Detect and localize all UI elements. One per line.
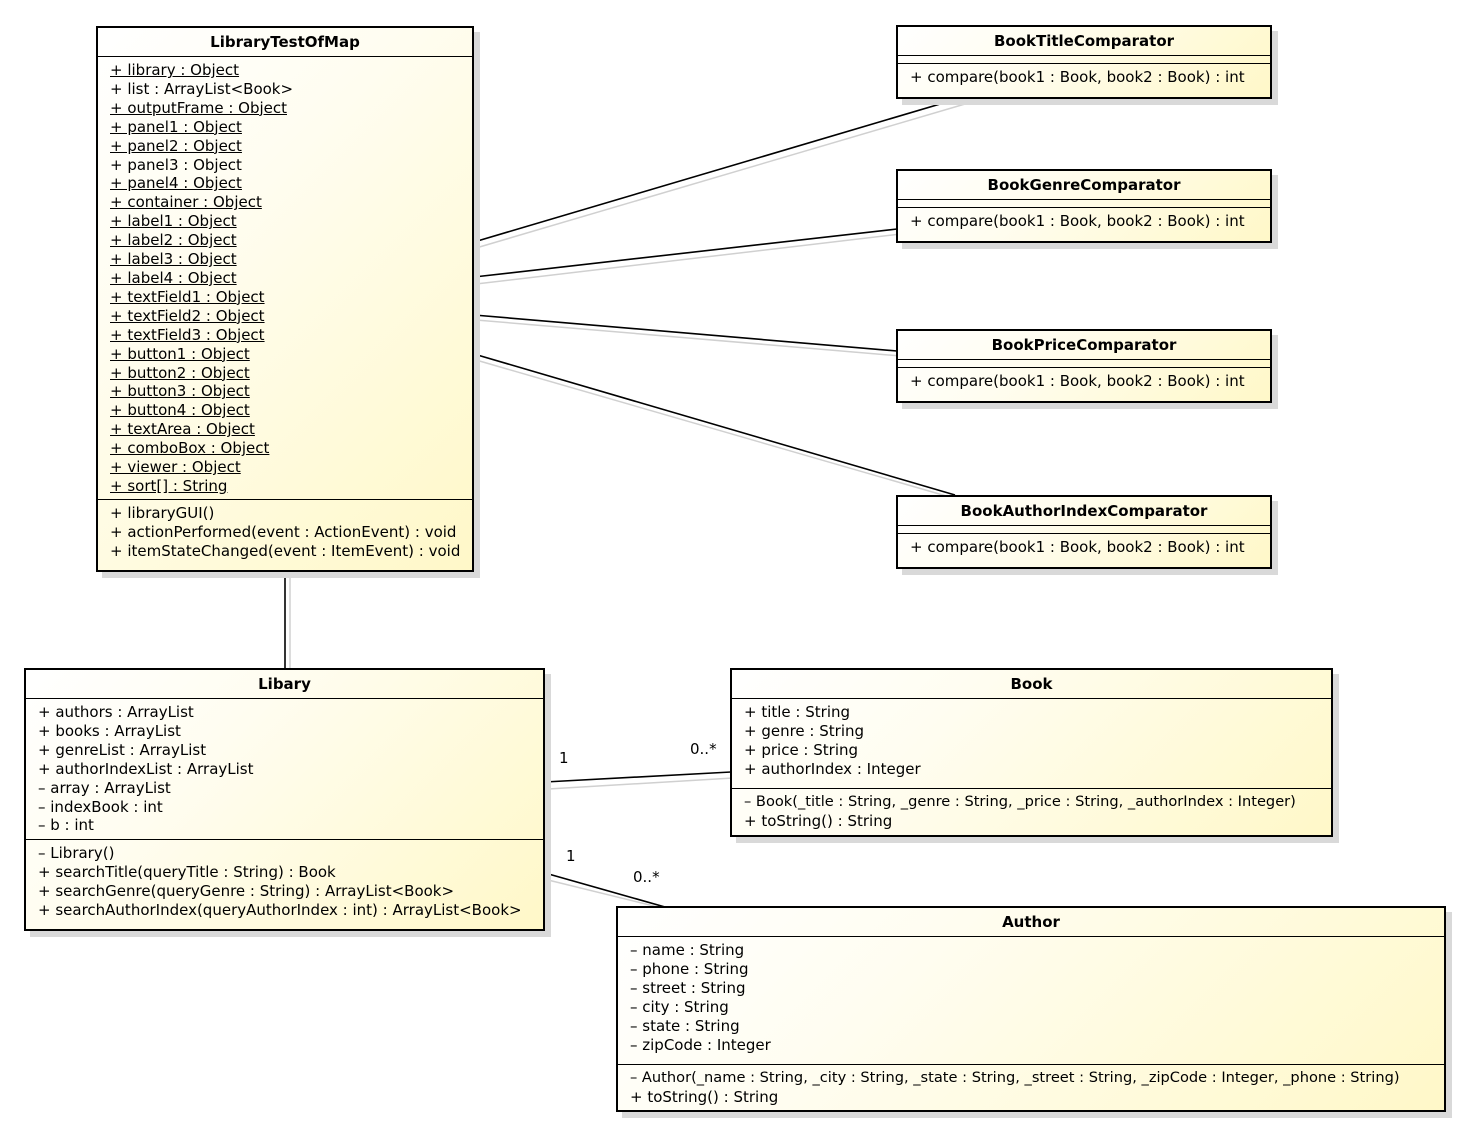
attribute: + button1 : Object [110,344,250,363]
association-line [473,98,958,243]
class-library-test-of-map[interactable]: LibraryTestOfMap + library : Object + li… [96,26,474,572]
attribute: + library : Object [110,61,240,79]
attribute: + outputFrame : Object [110,98,287,117]
class-name: BookTitleComparator [898,27,1270,56]
attribute: + textArea : Object [110,420,255,439]
attribute: + authorIndexList : ArrayList [38,759,254,778]
attribute: – city : String [630,997,729,1016]
operations-compartment: – Library() + searchTitle(queryTitle : S… [26,839,543,923]
operation: + toString() : String [630,1087,779,1106]
class-name: BookPriceComparator [898,331,1270,360]
attribute: + genre : String [744,721,865,740]
attribute: + label2 : Object [110,231,237,250]
attribute: + price : String [744,740,859,759]
association-line [544,771,732,783]
attribute: + textField3 : Object [110,325,265,344]
attribute: – phone : String [630,959,749,978]
attributes-compartment [898,526,1270,533]
operation: – Book(_title : String, _genre : String,… [744,793,1296,810]
attribute: – b : int [38,816,94,835]
attribute: + textField1 : Object [110,287,265,306]
multiplicity-libary-book-source: 1 [559,749,569,767]
class-name: Author [618,908,1444,937]
attribute: + container : Object [110,193,262,212]
attribute: + title : String [744,703,851,721]
operation: + searchGenre(queryGenre : String) : Arr… [38,881,455,900]
attribute: + panel1 : Object [110,117,242,136]
attribute: – name : String [630,941,745,959]
class-book[interactable]: Book + title : String + genre : String +… [730,668,1333,837]
operation: – Author(_name : String, _city : String,… [630,1069,1400,1086]
attribute: – array : ArrayList [38,778,171,797]
attribute: + button4 : Object [110,401,250,420]
operation: – Library() [38,844,115,862]
class-book-author-index-comparator[interactable]: BookAuthorIndexComparator + compare(book… [896,495,1272,569]
operation: + libraryGUI() [110,504,215,522]
class-name: Libary [26,670,543,699]
attribute: + genreList : ArrayList [38,740,207,759]
association-line [544,872,666,908]
operation: + searchTitle(queryTitle : String) : Boo… [38,862,336,881]
operations-compartment: + compare(book1 : Book, book2 : Book) : … [898,533,1270,560]
attribute: + textField2 : Object [110,306,265,325]
class-name: BookGenreComparator [898,171,1270,200]
attributes-compartment [898,56,1270,63]
operation: + toString() : String [744,811,893,830]
operations-compartment: + compare(book1 : Book, book2 : Book) : … [898,207,1270,234]
operations-compartment: + compare(book1 : Book, book2 : Book) : … [898,367,1270,394]
operation: + searchAuthorIndex(queryAuthorIndex : i… [38,900,522,919]
operations-compartment: – Book(_title : String, _genre : String,… [732,788,1331,834]
operation: + compare(book1 : Book, book2 : Book) : … [910,68,1245,86]
operation: + itemStateChanged(event : ItemEvent) : … [110,541,461,560]
association-line [473,314,898,352]
operations-compartment: – Author(_name : String, _city : String,… [618,1064,1444,1110]
class-name: Book [732,670,1331,699]
operations-compartment: + libraryGUI() + actionPerformed(event :… [98,499,472,564]
attributes-compartment: – name : String – phone : String – stree… [618,937,1444,1064]
attribute: – state : String [630,1016,740,1035]
attribute: + viewer : Object [110,458,241,477]
multiplicity-libary-author-source: 1 [566,847,576,865]
attribute: + list : ArrayList<Book> [110,79,294,98]
multiplicity-libary-book-target: 0..* [690,740,717,758]
attribute: + panel2 : Object [110,136,242,155]
class-book-price-comparator[interactable]: BookPriceComparator + compare(book1 : Bo… [896,329,1272,403]
attributes-compartment: + authors : ArrayList + books : ArrayLis… [26,699,543,839]
attribute: + authors : ArrayList [38,703,194,721]
attribute: + authorIndex : Integer [744,759,921,778]
attribute: – indexBook : int [38,797,163,816]
attribute: – zipCode : Integer [630,1035,771,1054]
attribute: – street : String [630,978,746,997]
class-name: LibraryTestOfMap [98,28,472,57]
association-line [473,228,898,278]
class-author[interactable]: Author – name : String – phone : String … [616,906,1446,1112]
attribute: + sort[] : String [110,476,228,495]
attribute: + button3 : Object [110,382,250,401]
attributes-compartment: + library : Object + list : ArrayList<Bo… [98,57,472,499]
attribute: + panel4 : Object [110,174,242,193]
class-name: BookAuthorIndexComparator [898,497,1270,526]
attribute: + label3 : Object [110,250,237,269]
class-book-genre-comparator[interactable]: BookGenreComparator + compare(book1 : Bo… [896,169,1272,243]
attribute: + label1 : Object [110,212,237,231]
attributes-compartment [898,360,1270,367]
operation: + compare(book1 : Book, book2 : Book) : … [910,372,1245,390]
operation: + compare(book1 : Book, book2 : Book) : … [910,212,1245,230]
attributes-compartment [898,200,1270,207]
association-line [473,353,956,496]
operations-compartment: + compare(book1 : Book, book2 : Book) : … [898,63,1270,90]
attribute: + books : ArrayList [38,721,181,740]
attribute: + button2 : Object [110,363,250,382]
class-book-title-comparator[interactable]: BookTitleComparator + compare(book1 : Bo… [896,25,1272,99]
operation: + compare(book1 : Book, book2 : Book) : … [910,538,1245,556]
operation: + actionPerformed(event : ActionEvent) :… [110,522,457,541]
attribute: + panel3 : Object [110,155,242,174]
attributes-compartment: + title : String + genre : String + pric… [732,699,1331,788]
attribute: + comboBox : Object [110,439,270,458]
attribute: + label4 : Object [110,268,237,287]
class-libary[interactable]: Libary + authors : ArrayList + books : A… [24,668,545,931]
multiplicity-libary-author-target: 0..* [633,868,660,886]
